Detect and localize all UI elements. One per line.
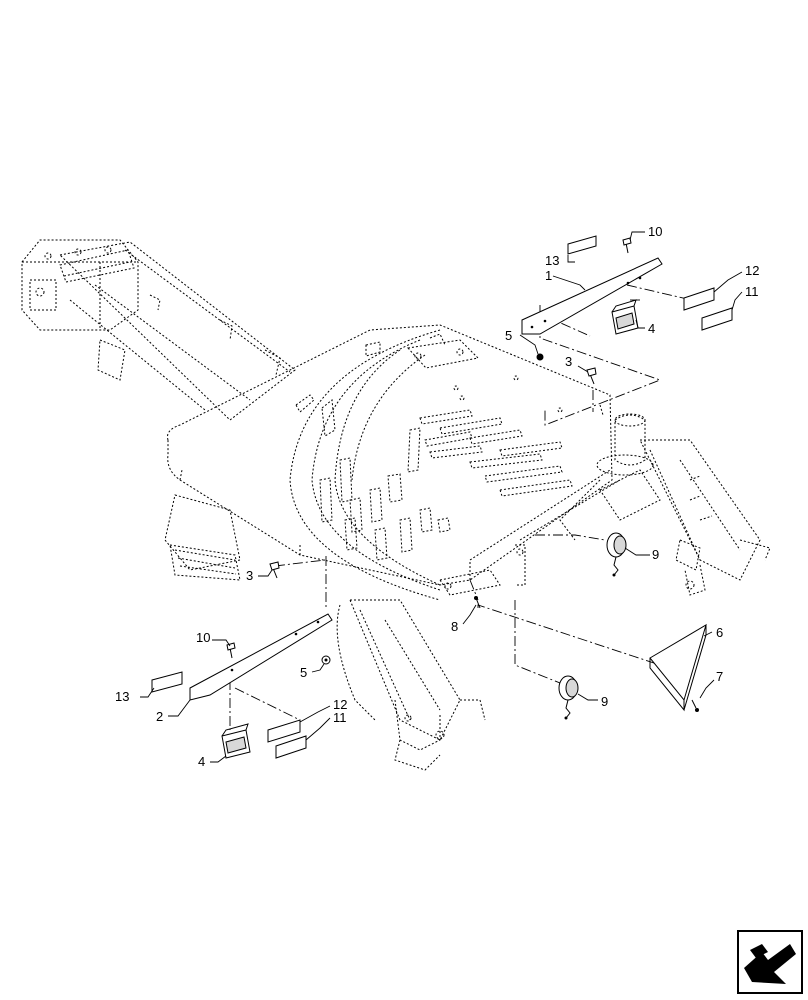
decal-12-upper [683,287,715,311]
page-turn-arrow-icon[interactable] [737,930,803,994]
decal-11-lower [275,735,307,759]
callout-9-upper: 9 [652,547,659,562]
nut-upper [536,353,544,361]
callout-13-upper: 13 [545,253,559,268]
callout-2: 2 [156,709,163,724]
callout-3-upper: 3 [565,354,572,369]
frame-assembly [21,239,771,771]
decal-11-upper [701,307,733,331]
decal-13-lower [151,671,183,693]
callout-6: 6 [716,625,723,640]
callout-3-lower: 3 [246,568,253,583]
screw-lower [226,642,236,659]
callout-10-upper: 10 [648,224,662,239]
callout-10-lower: 10 [196,630,210,645]
callout-1: 1 [545,268,552,283]
callout-13-lower: 13 [115,689,129,704]
callout-11-lower: 11 [333,710,347,725]
callout-4-upper: 4 [648,321,655,336]
light-9-upper [606,532,627,577]
bracket-strip-lower [189,613,333,701]
callout-labels: 13 10 1 12 11 5 4 3 9 3 8 6 10 5 13 2 12… [115,224,759,769]
decal-12-lower [267,719,301,743]
bracket-strip-upper [521,257,663,335]
callout-7: 7 [716,669,723,684]
screw-8 [474,596,481,609]
bolt-lower [269,561,280,579]
platform-slots [319,409,573,561]
callout-9-lower: 9 [601,694,608,709]
alignment-lines [229,284,701,730]
bolt-upper [586,367,597,385]
decal-13-upper [567,235,597,255]
light-9-lower [558,675,579,720]
reflector-block-lower [221,723,251,759]
screw-upper [622,237,632,254]
reflector-block-upper [611,299,639,335]
callout-5-lower: 5 [300,665,307,680]
callout-4-lower: 4 [198,754,205,769]
bolt-7 [691,699,699,712]
callout-11-upper: 11 [745,284,759,299]
callout-8: 8 [451,619,458,634]
callout-12-upper: 12 [745,263,759,278]
callout-5-upper: 5 [505,328,512,343]
slow-moving-vehicle-sign [649,623,707,712]
callout-12-lower: 12 [333,697,347,712]
nut-lower [321,655,331,665]
leader-lines [140,231,743,763]
